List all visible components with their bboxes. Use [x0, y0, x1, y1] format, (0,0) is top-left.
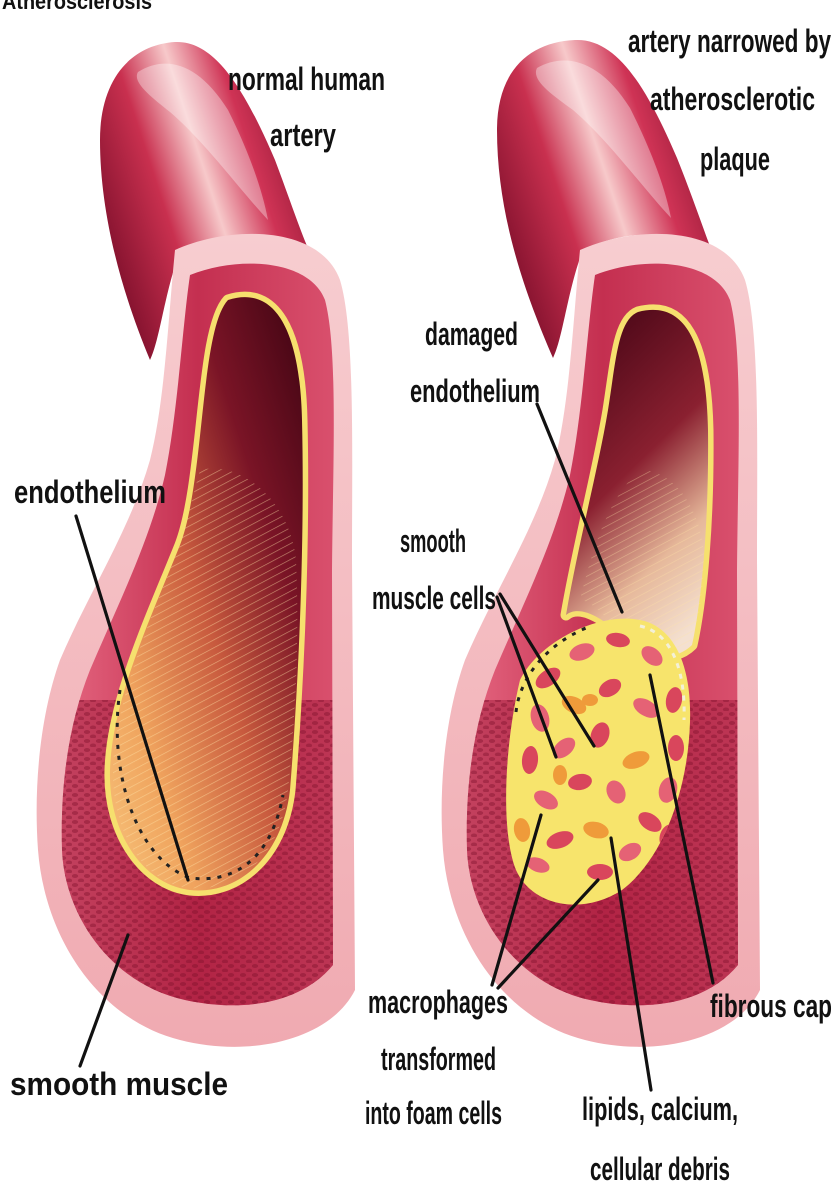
smooth-muscle-label: smooth muscle [10, 1066, 228, 1102]
endothelium-label: endothelium [14, 474, 166, 510]
page-title: Atherosclerosis [2, 0, 152, 14]
fibrous-cap-label: fibrous cap [710, 988, 832, 1024]
damaged-endothelium-label-line-2: endothelium [410, 373, 540, 409]
plaque-cell [668, 735, 684, 761]
lipids-label-line-1: lipids, calcium, [582, 1091, 738, 1127]
plaque-cell [587, 864, 613, 880]
narrowed-artery-title-line-1: artery narrowed by [628, 23, 831, 59]
narrowed-artery-title-line-2: atherosclerotic [650, 81, 815, 117]
macrophages-label-line-2: transformed [381, 1041, 496, 1077]
damaged-endothelium-label-line-1: damaged [425, 316, 518, 352]
plaque-cell [553, 765, 567, 785]
normal-artery-title-line-1: normal human [228, 61, 385, 97]
smooth-muscle-cells-label-line-1: smooth [400, 523, 466, 559]
narrowed-artery-title-line-3: plaque [700, 141, 770, 177]
smooth-muscle-cells-label-line-2: muscle cells [372, 580, 496, 616]
macrophages-label-line-3: into foam cells [365, 1095, 502, 1131]
normal-artery [30, 42, 370, 1070]
lipids-label-line-2: cellular debris [590, 1151, 730, 1187]
narrowed-artery [435, 40, 775, 1070]
plaque-cell [582, 694, 598, 706]
macrophages-label-line-1: macrophages [368, 984, 508, 1020]
normal-artery-title-line-2: artery [270, 117, 336, 153]
page-title-clip: Atherosclerosis [2, 0, 152, 14]
